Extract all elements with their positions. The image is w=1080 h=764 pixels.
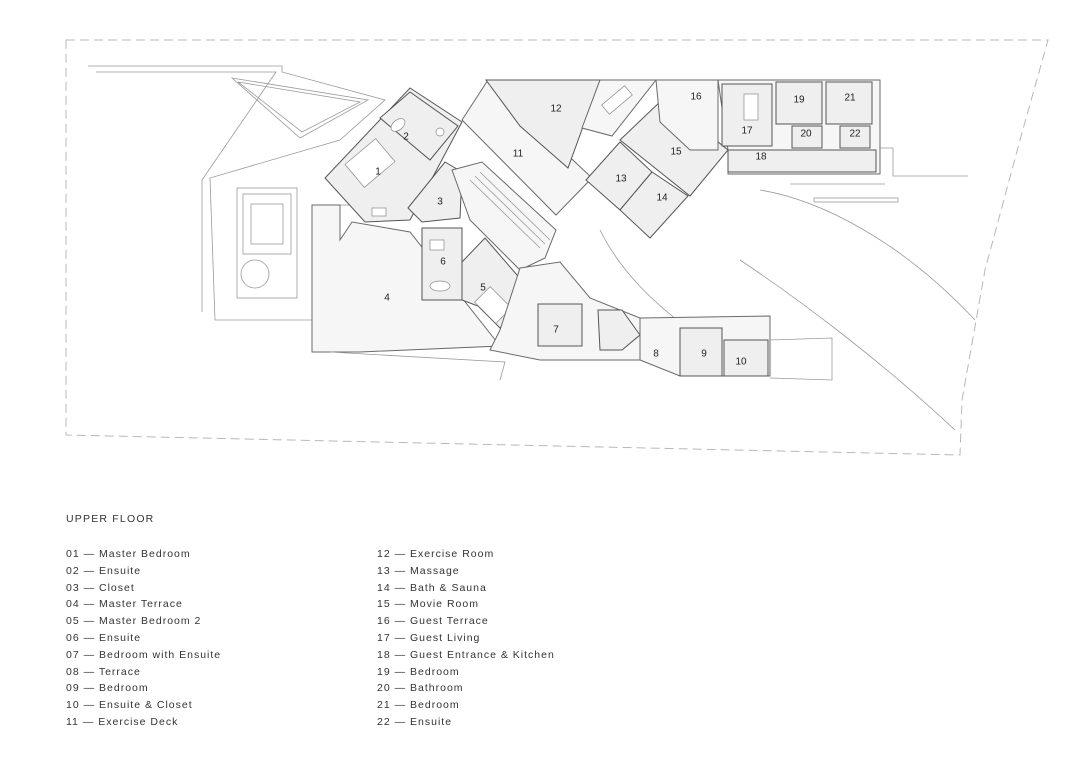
label-9: 9 — [701, 349, 707, 360]
room-ensuite-2 — [379, 91, 459, 161]
room-guest-kitchen — [727, 149, 877, 173]
label-19: 19 — [793, 95, 805, 106]
legend-item: 21 — Bedroom — [377, 699, 460, 712]
label-21: 21 — [844, 93, 856, 104]
label-20: 20 — [800, 129, 812, 140]
room-ensuite-closet — [723, 339, 769, 377]
room-bedroom-9 — [679, 327, 723, 377]
room-guest-terrace — [655, 79, 719, 151]
label-1: 1 — [375, 167, 381, 178]
label-22: 22 — [849, 129, 861, 140]
legend-item: 13 — Massage — [377, 564, 460, 577]
legend-item: 12 — Exercise Room — [377, 548, 495, 560]
label-4: 4 — [384, 293, 390, 304]
room-labels: 1 2 3 4 5 6 7 8 9 10 11 12 13 14 15 16 1… — [375, 92, 861, 368]
room-bedroom-7 — [537, 303, 583, 347]
room-master-terrace — [311, 204, 501, 353]
legend-item: 16 — Guest Terrace — [377, 615, 489, 628]
label-5: 5 — [480, 283, 486, 294]
legend-item: 03 — Closet — [66, 581, 135, 594]
legend-item: 08 — Terrace — [66, 665, 141, 678]
site-boundary — [65, 39, 1049, 456]
label-18: 18 — [755, 152, 767, 163]
floor-plan-drawing: 1 2 3 4 5 6 7 8 9 10 11 12 13 14 15 16 1… — [65, 39, 1049, 456]
label-6: 6 — [440, 257, 446, 268]
label-7: 7 — [553, 325, 559, 336]
label-16: 16 — [690, 92, 702, 103]
label-13: 13 — [615, 174, 627, 185]
floor-title: UPPER FLOOR — [66, 513, 155, 525]
legend-item: 20 — Bathroom — [377, 682, 464, 695]
label-10: 10 — [735, 357, 747, 368]
room-bathroom-20 — [791, 125, 823, 149]
legend-item: 04 — Master Terrace — [66, 598, 183, 611]
legend-item: 22 — Ensuite — [377, 715, 453, 728]
legend-left-column: 01 — Master Bedroom 02 — Ensuite 03 — Cl… — [66, 546, 221, 731]
legend-item: 19 — Bedroom — [377, 665, 460, 678]
label-17: 17 — [741, 126, 753, 137]
legend-item: 09 — Bedroom — [66, 682, 149, 695]
room-bath-sauna — [619, 171, 689, 239]
legend-item: 10 — Ensuite & Closet — [66, 699, 193, 712]
legend-right-column: 12 — Exercise Room 13 — Massage 14 — Bat… — [377, 546, 555, 731]
legend-item: 15 — Movie Room — [377, 598, 479, 611]
legend-item: 14 — Bath & Sauna — [377, 581, 487, 594]
room-ensuite-22 — [839, 125, 871, 149]
label-14: 14 — [656, 193, 668, 204]
label-2: 2 — [403, 132, 409, 143]
legend-item: 07 — Bedroom with Ensuite — [66, 648, 222, 661]
label-15: 15 — [670, 147, 682, 158]
label-11: 11 — [513, 149, 524, 160]
legend-item: 18 — Guest Entrance & Kitchen — [377, 648, 555, 661]
legend-item: 01 — Master Bedroom — [66, 548, 191, 560]
room-bedroom-21 — [825, 81, 873, 125]
room-bedroom-19 — [775, 81, 823, 125]
room-exercise-room — [485, 79, 601, 169]
legend-item: 02 — Ensuite — [66, 564, 142, 577]
legend-item: 17 — Guest Living — [377, 631, 481, 644]
central-stair — [451, 161, 557, 271]
label-8: 8 — [653, 349, 659, 360]
label-3: 3 — [437, 197, 443, 208]
legend-item: 06 — Ensuite — [66, 631, 142, 644]
legend-item: 05 — Master Bedroom 2 — [66, 615, 202, 628]
legend-item: 11 — Exercise Deck — [66, 715, 179, 728]
label-12: 12 — [550, 104, 562, 115]
